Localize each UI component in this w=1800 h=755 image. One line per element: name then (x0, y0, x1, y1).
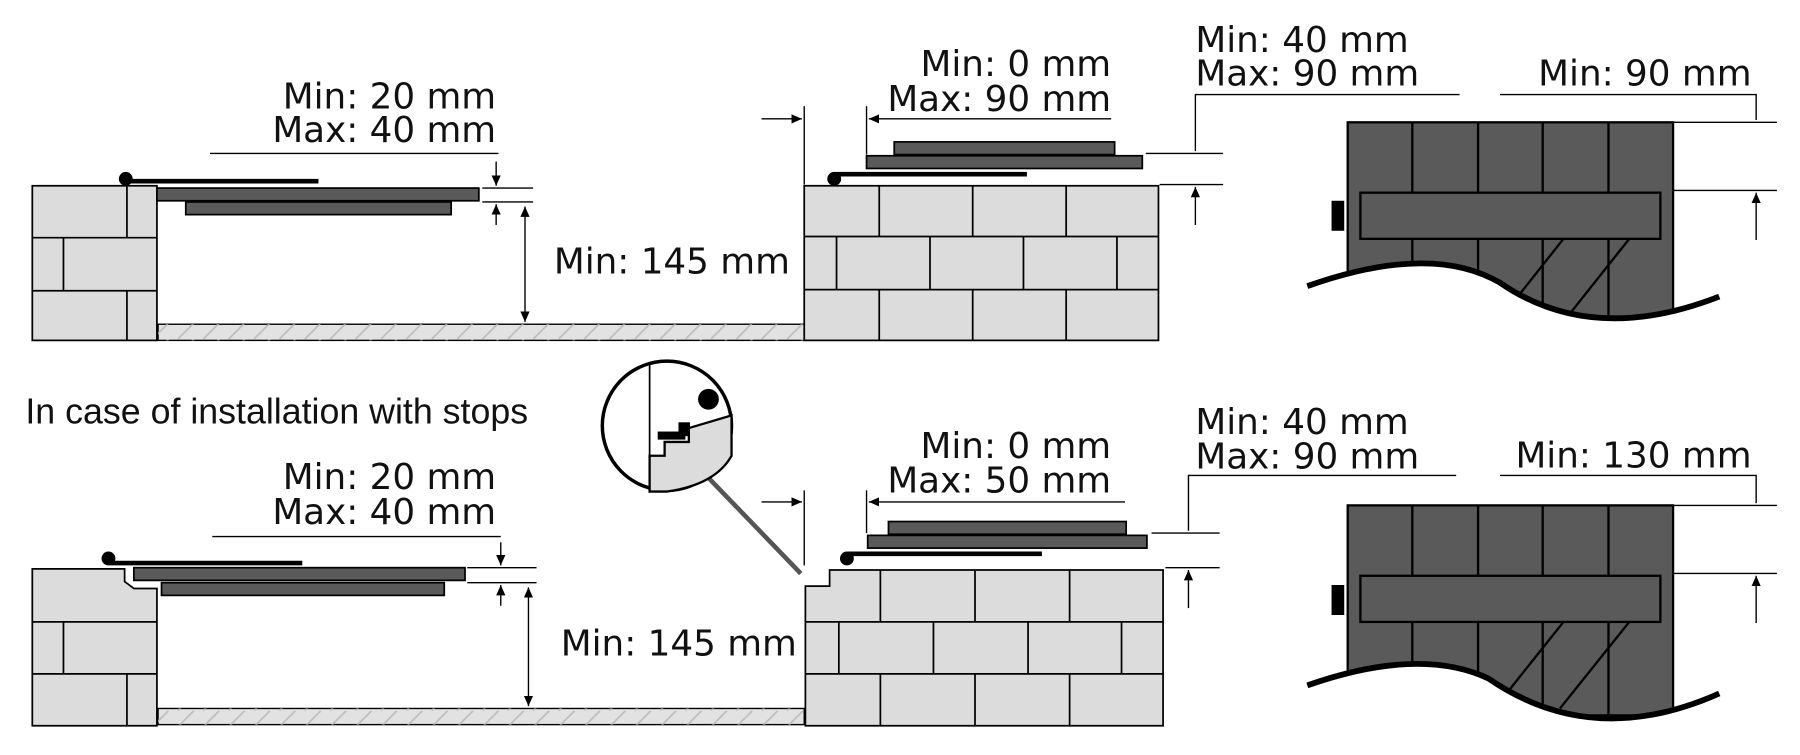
left-gap-dimension (212, 535, 537, 606)
top-thickness-min: Min: 40 mm (1195, 20, 1408, 61)
bottom-thickness-min: Min: 40 mm (1195, 402, 1408, 443)
depth-dimension (1499, 93, 1777, 240)
left-gap-dimension (209, 152, 534, 225)
thickness-dimension (1151, 474, 1457, 609)
top-overlap-min: Min: 0 mm (921, 44, 1112, 85)
bottom-thickness-max: Max: 90 mm (1195, 436, 1419, 477)
top-clearance-label: Min: 145 mm (554, 241, 790, 282)
stops-note: In case of installation with stops (25, 391, 528, 431)
right-wall (803, 184, 1160, 342)
right-gate-stop (840, 520, 1148, 566)
top-section: Min: 20 mm Max: 40 mm Min: 145 mm (31, 20, 1777, 347)
depth-dimension (1499, 474, 1777, 624)
top-left-gap-max: Max: 40 mm (272, 110, 496, 151)
thickness-dimension (1145, 93, 1460, 225)
left-gate (118, 171, 480, 216)
bottom-left-gap-min: Min: 20 mm (283, 457, 496, 498)
left-wall-stop (31, 567, 158, 727)
right-gate (827, 141, 1144, 186)
left-gate-stop (101, 551, 466, 597)
overlap-dimension (761, 106, 1112, 185)
top-overlap-max: Max: 90 mm (887, 79, 1111, 120)
hinge-pin-icon (101, 551, 116, 566)
bottom-clearance-label: Min: 145 mm (561, 623, 797, 664)
left-wall (31, 184, 158, 342)
hinge-pin-icon (118, 171, 133, 186)
side-view (1306, 121, 1721, 347)
bottom-overlap-max: Max: 50 mm (887, 461, 1111, 502)
hinge-pin-icon (827, 171, 842, 186)
bottom-overlap-min: Min: 0 mm (921, 426, 1112, 467)
overlap-dimension (761, 490, 1125, 566)
side-view (1306, 504, 1721, 750)
bottom-depth-label: Min: 130 mm (1515, 435, 1751, 476)
top-depth-label: Min: 90 mm (1538, 53, 1751, 94)
top-thickness-max: Max: 90 mm (1195, 53, 1419, 94)
bottom-section: In case of installation with stops (25, 359, 1777, 750)
right-wall-stop (804, 569, 1164, 727)
hinge-pin-icon (840, 551, 854, 566)
magnifier-icon (600, 359, 803, 576)
top-left-gap-min: Min: 20 mm (283, 76, 496, 117)
bottom-left-gap-max: Max: 40 mm (272, 492, 496, 533)
